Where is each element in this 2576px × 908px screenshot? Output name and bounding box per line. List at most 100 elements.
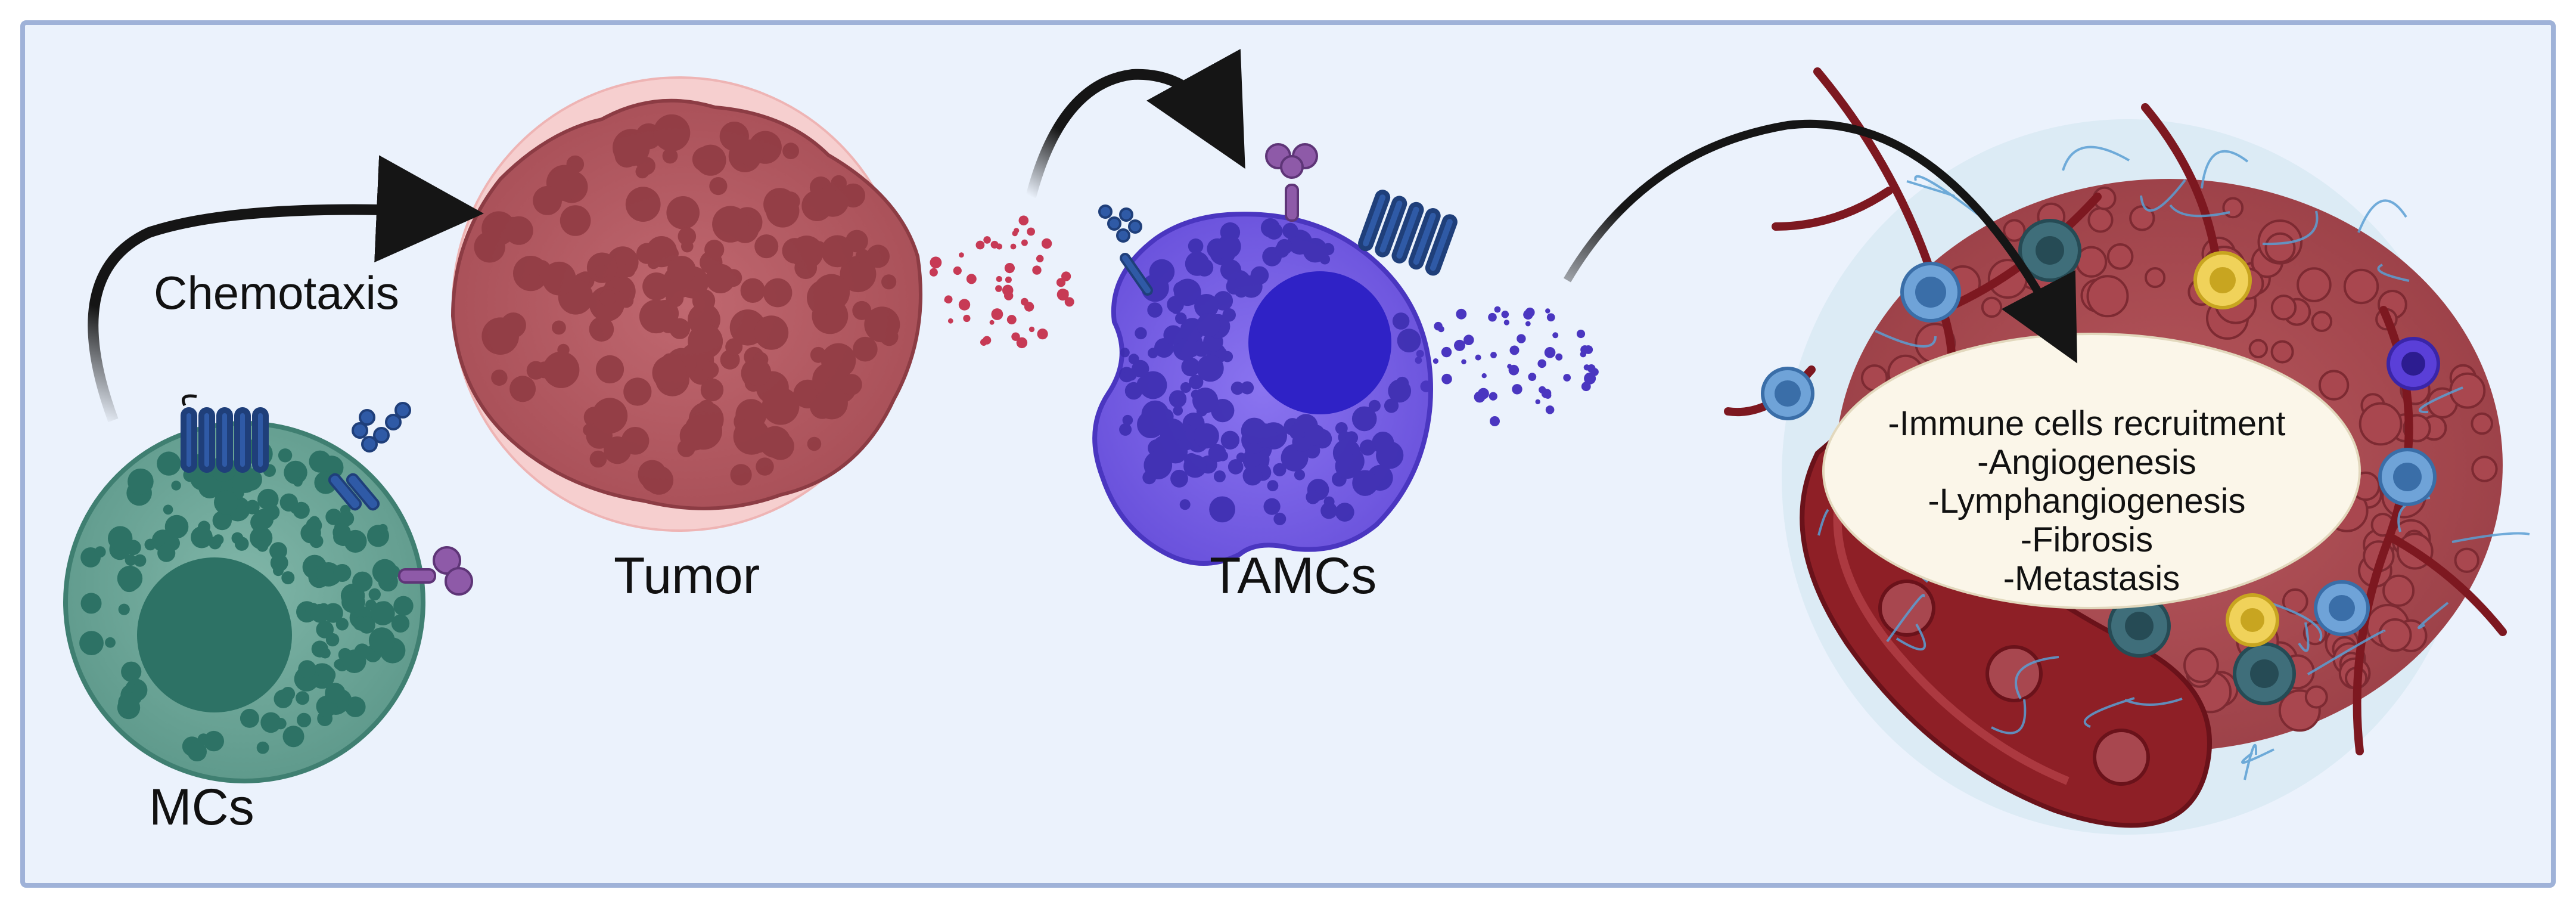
- secreted-factor-dot: [1552, 332, 1559, 339]
- granule-dot-icon: [1120, 348, 1130, 358]
- granule-dot-icon: [1384, 398, 1399, 413]
- tissue-cell-dot: [2183, 647, 2219, 683]
- fibre-strand: [2262, 210, 2319, 246]
- tumor-cell-dot: [700, 378, 724, 402]
- secreted-factor-dot: [1503, 320, 1510, 326]
- secreted-factor-dot: [1501, 311, 1509, 318]
- secreted-factor-dot: [1006, 315, 1017, 325]
- secreted-factor-dot: [1481, 373, 1487, 379]
- tumor-cell-dot: [635, 165, 650, 179]
- granule-dot-icon: [1167, 296, 1184, 313]
- receptor-icon: [181, 394, 269, 473]
- tissue-cell-dot: [2003, 219, 2026, 242]
- granule-dot-icon: [1303, 238, 1328, 263]
- granule-dot-icon: [157, 451, 181, 476]
- granule-dot-icon: [1273, 463, 1287, 477]
- granule-dot-icon: [1148, 348, 1158, 358]
- secreted-factor-dot: [1064, 297, 1074, 307]
- secreted-factor-dot: [1441, 346, 1452, 358]
- fibre-strand: [2417, 602, 2449, 630]
- receptor-icon: [1098, 204, 1153, 296]
- tumor-cell-dot: [782, 142, 799, 160]
- tamc-secreted-factors: [1415, 306, 1599, 426]
- tumor-cell-dot: [509, 376, 536, 402]
- secreted-factor-dot: [1024, 302, 1034, 312]
- tumor-cell-dot: [652, 355, 687, 391]
- tissue-cell-dot: [2343, 268, 2379, 305]
- tumor-cell-dot: [589, 450, 607, 468]
- tissue-cell-dot: [2086, 275, 2129, 318]
- granule-dot-icon: [1241, 381, 1254, 395]
- label-chemotaxis: Chemotaxis: [154, 266, 399, 319]
- granule-dot-icon: [1276, 238, 1292, 255]
- tumor-cell-dot: [552, 320, 566, 335]
- granule-dot-icon: [1179, 499, 1191, 510]
- granule-dot-icon: [125, 554, 136, 566]
- granule-dot-icon: [133, 554, 147, 567]
- granule-dot-icon: [118, 603, 130, 615]
- granule-dot-icon: [1241, 417, 1267, 444]
- granule-dot-icon: [1142, 470, 1157, 485]
- tumor-cell-dot: [688, 324, 723, 359]
- fibre-strand: [1896, 624, 1926, 651]
- fibre-strand: [2083, 697, 2135, 728]
- granule-dot-icon: [309, 450, 331, 473]
- granule-dot-icon: [1242, 466, 1263, 486]
- fibre-strand: [2201, 150, 2249, 189]
- tissue-cell-dot: [2297, 267, 2332, 302]
- granule-dot-icon: [214, 490, 238, 515]
- label-mcs: MCs: [149, 779, 254, 836]
- granule-dot-icon: [353, 616, 368, 631]
- secreted-factor-dot: [1587, 375, 1595, 383]
- fibre-strand: [1817, 509, 1829, 536]
- fibre-strand: [1991, 699, 2027, 735]
- tumor-cell-dot: [666, 196, 700, 230]
- tumor-cell-dot: [692, 147, 717, 172]
- secreted-factor-dot: [983, 236, 991, 244]
- secreted-factor-dot: [1584, 345, 1593, 354]
- secreted-factor-dot: [930, 256, 942, 269]
- secreted-factor-dot: [1004, 263, 1015, 274]
- tumor-cell-dot: [586, 422, 613, 449]
- granule-dot-icon: [1376, 441, 1404, 469]
- granule-dot-icon: [391, 614, 410, 633]
- granule-dot-icon: [260, 712, 281, 733]
- tumor-cell-dot: [556, 179, 573, 196]
- secreted-factor-dot: [1535, 399, 1540, 405]
- secreted-factor-dot: [1014, 228, 1020, 234]
- granule-dot-icon: [281, 571, 295, 585]
- granule-dot-icon: [1163, 439, 1188, 464]
- granule-dot-icon: [1320, 502, 1338, 519]
- tumor-cell-dot: [669, 318, 691, 339]
- fibre-strand: [2062, 145, 2130, 171]
- tissue-cell-dot: [2304, 685, 2328, 709]
- secreted-factor-dot: [966, 274, 977, 284]
- granule-dot-icon: [231, 532, 244, 544]
- granule-dot-icon: [144, 538, 157, 551]
- granule-dot-icon: [368, 627, 395, 654]
- secreted-factor-dot: [1489, 392, 1497, 401]
- granule-dot-icon: [1335, 503, 1354, 522]
- secreted-factor-dot: [1420, 380, 1433, 392]
- granule-dot-icon: [393, 596, 414, 616]
- granule-dot-icon: [1230, 382, 1244, 395]
- mast-cell-nucleus: [137, 557, 292, 712]
- secreted-factor-dot: [1010, 243, 1017, 250]
- tissue-cell-dot: [2270, 295, 2297, 321]
- tumor-cell-dot: [852, 300, 872, 320]
- outcome-immune-recruitment: -Immune cells recruitment: [1888, 404, 2285, 443]
- granule-dot-icon: [1209, 496, 1235, 523]
- granule-dot-icon: [1306, 489, 1320, 504]
- granule-dot-icon: [1183, 454, 1207, 478]
- granule-dot-icon: [278, 448, 293, 463]
- secreted-factor-dot: [1004, 291, 1014, 300]
- tissue-cell-dot: [2248, 339, 2269, 358]
- granule-dot-icon: [1147, 302, 1163, 318]
- tumor-cell-dot: [855, 249, 870, 264]
- fibre-strand: [2451, 532, 2530, 543]
- tumor-cell-dot: [560, 205, 591, 236]
- tumor-cell-dot: [712, 206, 749, 243]
- vessel-cells: [1878, 579, 2150, 786]
- tissue-cell-dot: [2145, 267, 2166, 289]
- tumor-cell-dot: [526, 361, 545, 380]
